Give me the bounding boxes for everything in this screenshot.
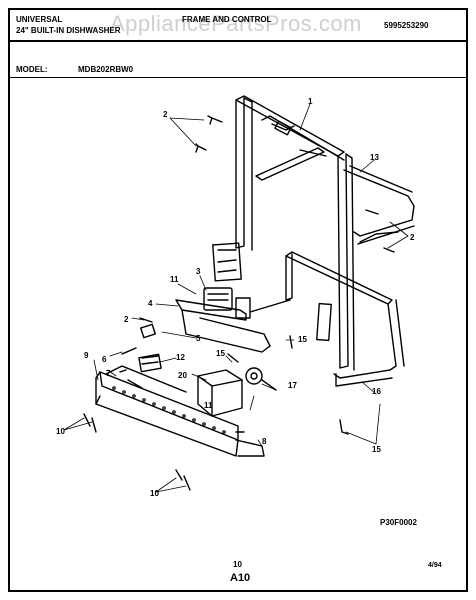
page-frame bbox=[8, 8, 468, 592]
callout-2a: 2 bbox=[163, 110, 168, 119]
header-rule bbox=[8, 40, 468, 42]
model-value: MDB202RBW0 bbox=[78, 65, 134, 74]
model-rule bbox=[8, 77, 468, 78]
cross-brace bbox=[343, 165, 415, 245]
callout-5: 5 bbox=[196, 334, 201, 343]
callout-labels: 1 2 2 2 3 4 5 6 7 8 9 10 10 11 11 12 13 … bbox=[56, 97, 415, 498]
callout-15b: 15 bbox=[216, 349, 225, 358]
callout-16: 16 bbox=[372, 387, 381, 396]
callout-10b: 10 bbox=[150, 489, 159, 498]
callout-13: 13 bbox=[370, 153, 379, 162]
timer-box bbox=[197, 367, 277, 417]
callout-17: 17 bbox=[288, 381, 297, 390]
callout-10a: 10 bbox=[56, 427, 65, 436]
leader-lines bbox=[63, 103, 409, 493]
callout-11b: 11 bbox=[204, 401, 213, 410]
callout-15a: 15 bbox=[298, 335, 307, 344]
model-label: MODEL: bbox=[16, 65, 48, 74]
callout-4: 4 bbox=[148, 299, 153, 308]
frame-assembly bbox=[235, 95, 355, 371]
control-bracket bbox=[175, 242, 271, 353]
callout-6: 6 bbox=[102, 355, 107, 364]
drawing-code: P30F0002 bbox=[380, 518, 417, 527]
sheet-label: A10 bbox=[230, 572, 251, 584]
callout-15c: 15 bbox=[372, 445, 381, 454]
lower-frame bbox=[249, 251, 405, 387]
callout-12: 12 bbox=[176, 353, 185, 362]
callout-7: 7 bbox=[106, 369, 111, 378]
callout-20: 20 bbox=[178, 371, 187, 380]
part-number: 5995253290 bbox=[384, 21, 429, 30]
date-label: 4/94 bbox=[428, 562, 442, 569]
brand-label: UNIVERSAL bbox=[16, 15, 63, 24]
callout-2b: 2 bbox=[410, 233, 415, 242]
switch-assembly bbox=[138, 323, 162, 373]
page-number: 10 bbox=[233, 560, 242, 569]
callout-3: 3 bbox=[196, 267, 201, 276]
callout-2c: 2 bbox=[124, 315, 129, 324]
product-label: 24" BUILT-IN DISHWASHER bbox=[16, 26, 121, 35]
screws bbox=[83, 115, 395, 491]
watermark: AppliancePartsPros.com bbox=[110, 11, 362, 36]
callout-9: 9 bbox=[84, 351, 89, 360]
callout-8: 8 bbox=[262, 437, 267, 446]
control-panel bbox=[95, 365, 265, 457]
callout-11a: 11 bbox=[170, 275, 179, 284]
section-title: FRAME AND CONTROL bbox=[182, 15, 272, 24]
callout-1: 1 bbox=[308, 97, 313, 106]
